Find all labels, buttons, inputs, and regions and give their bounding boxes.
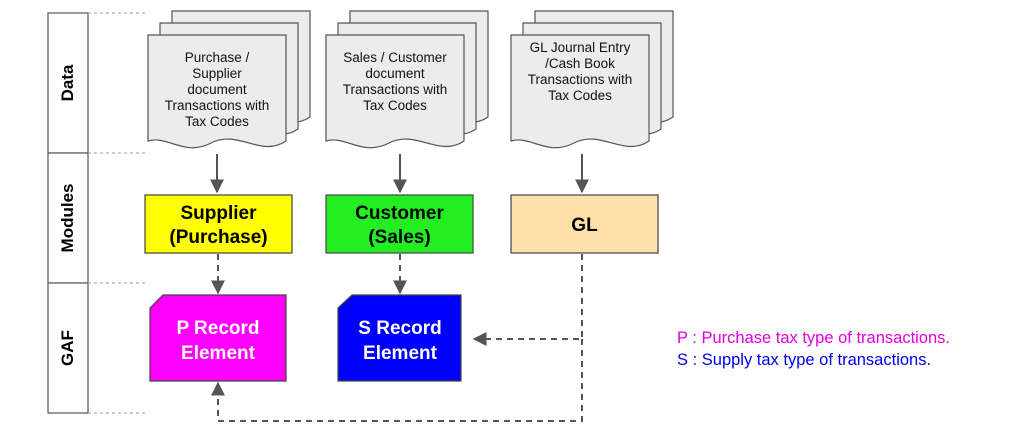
doc-sheet (147, 34, 287, 149)
record-label: Element (181, 343, 256, 364)
doc-sheet (510, 34, 650, 149)
legend-s: S : Supply tax type of transactions. (677, 351, 931, 369)
doc-line: GL Journal Entry (530, 40, 631, 55)
doc-line: Transactions with (165, 98, 270, 113)
arrow-gl-to-p-record (211, 339, 583, 422)
doc-line: Transactions with (343, 82, 448, 97)
doc-line: document (187, 82, 247, 97)
doc-stack-sales: Sales / Customer document Transactions w… (325, 10, 489, 149)
doc-line: Tax Codes (548, 88, 612, 103)
record-shape (149, 294, 287, 382)
arrow-gl-to-s-record (472, 254, 583, 346)
record-shape (337, 294, 462, 382)
data-to-module-arrows (210, 154, 589, 194)
doc-line: document (365, 66, 425, 81)
doc-line: Transactions with (528, 72, 633, 87)
doc-sheet (325, 34, 465, 149)
doc-stack-gl: GL Journal Entry /Cash Book Transactions… (510, 10, 674, 149)
module-label: GL (571, 215, 598, 236)
doc-line: /Cash Book (545, 56, 615, 71)
doc-line: Supplier (192, 66, 242, 81)
lane-data-label: Data (58, 64, 77, 101)
module-label: (Sales) (368, 227, 430, 248)
record-label: Element (363, 343, 438, 364)
s-record-element: S Record Element (337, 294, 462, 382)
doc-line: Tax Codes (185, 114, 249, 129)
lane-modules-label: Modules (58, 184, 77, 253)
p-record-element: P Record Element (149, 294, 287, 382)
swimlane-headers: Data Modules GAF (47, 12, 89, 414)
module-label: Customer (355, 203, 444, 224)
module-label: (Purchase) (169, 227, 267, 248)
module-supplier: Supplier (Purchase) (144, 194, 293, 254)
record-label: P Record (176, 318, 259, 339)
module-to-record-arrows (211, 254, 583, 422)
module-box (144, 194, 293, 254)
lane-gaf-header (47, 282, 89, 414)
module-box (325, 194, 474, 254)
doc-line: Purchase / (185, 50, 250, 65)
module-box (510, 194, 659, 254)
lane-dividers (88, 12, 148, 414)
legend-p: P : Purchase tax type of transactions. (677, 329, 950, 347)
doc-line: Sales / Customer (343, 50, 447, 65)
module-label: Supplier (180, 203, 257, 224)
doc-stack-purchase: Purchase / Supplier document Transaction… (147, 10, 311, 149)
lane-gaf-label: GAF (58, 330, 77, 366)
doc-line: Tax Codes (363, 98, 427, 113)
lane-data-header (47, 12, 89, 154)
module-customer: Customer (Sales) (325, 194, 474, 254)
legend: P : Purchase tax type of transactions. S… (677, 329, 950, 369)
module-gl: GL (510, 194, 659, 254)
record-label: S Record (358, 318, 441, 339)
lane-modules-header (47, 152, 89, 284)
